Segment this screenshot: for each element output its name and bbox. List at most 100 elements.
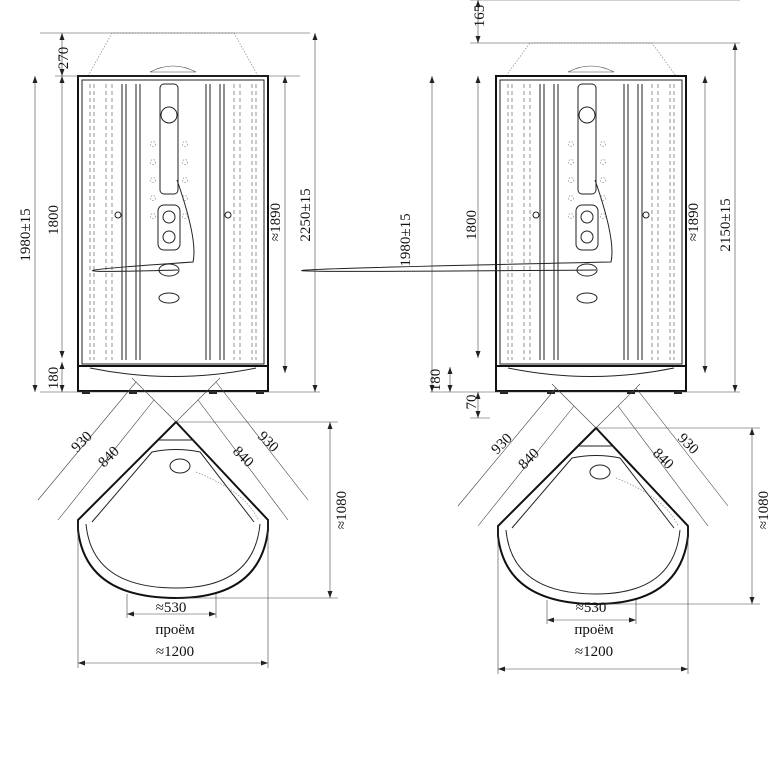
massage-jet (150, 177, 156, 183)
arrow-head (312, 385, 318, 392)
dimension-line-930 (215, 381, 309, 501)
tray-curve (89, 367, 257, 377)
shower-tray (77, 365, 269, 392)
dimension-line-840 (617, 405, 709, 527)
massage-jet (150, 213, 156, 219)
dim-outer-right: 930 (254, 429, 281, 456)
foot (82, 391, 90, 394)
roof-dome (505, 42, 677, 77)
rain-shower-head (567, 65, 615, 73)
tray-outline (77, 420, 269, 600)
arrow-head (312, 33, 318, 40)
soap-dish (158, 292, 180, 304)
cabin-inner-frame (499, 79, 683, 365)
dimension-line-930 (457, 387, 557, 507)
mixer-panel (575, 204, 599, 251)
arrow-head (209, 611, 216, 617)
arrow-head (629, 617, 636, 623)
arrow-head (498, 666, 505, 672)
dim-inner-right: 840 (229, 444, 256, 471)
arrow-head (475, 0, 481, 7)
dim-panel-height: 1800 (464, 210, 480, 240)
arrow-head (447, 385, 453, 392)
foot (500, 391, 508, 394)
rain-shower-head (149, 65, 197, 73)
tray-outline (497, 426, 689, 606)
dimension-line-840 (57, 399, 155, 521)
arrow-head (59, 69, 65, 76)
dim-tray-height: 180 (46, 367, 62, 390)
arrow-head (447, 367, 453, 374)
massage-jet (568, 213, 574, 219)
extension-line (551, 383, 597, 429)
massage-jet (600, 159, 606, 165)
arrow-head (59, 76, 65, 83)
massage-jet (568, 141, 574, 147)
arrow-head (732, 43, 738, 50)
dim-overall-height: 2150±15 (718, 198, 734, 251)
dim-tray-height: 180 (428, 369, 444, 392)
mixer-knob (162, 230, 176, 244)
dimension-line-840 (197, 399, 289, 521)
opening-label: проём (155, 622, 195, 638)
dim-outer-right: 930 (674, 431, 701, 458)
inner-wall (511, 455, 675, 529)
mixer-knob (162, 210, 176, 224)
shower-rail (159, 83, 179, 195)
arrow-head (475, 36, 481, 43)
shower-hose (92, 179, 195, 272)
extension-line (175, 377, 221, 423)
arrow-head (127, 611, 134, 617)
arrow-head (749, 428, 755, 435)
dim-total-height: 1980±15 (398, 213, 414, 266)
massage-jet (600, 141, 606, 147)
shower-column (589, 464, 611, 480)
massage-jet (182, 177, 188, 183)
massage-jet (182, 159, 188, 165)
arrow-head (59, 33, 65, 40)
arrow-head (32, 385, 38, 392)
shower-column (169, 458, 191, 474)
dim-panel-height: 1800 (46, 205, 62, 235)
tray-curve (507, 367, 675, 377)
door-arc (85, 523, 261, 589)
mixer-knob (580, 230, 594, 244)
massage-jet (600, 177, 606, 183)
right-plan-dimensions: 930 840 840 930 ≈1080 ≈530 проём ≈1200 (489, 431, 768, 660)
arrow-head (475, 411, 481, 418)
dim-inner-left: 840 (96, 444, 123, 471)
dim-inner-height: ≈1890 (268, 203, 284, 241)
arrow-head (681, 666, 688, 672)
dim-inner-left: 840 (516, 446, 543, 473)
dim-dome-height: 165 (472, 5, 488, 28)
massage-jet (600, 213, 606, 219)
dim-opening: ≈530 (576, 600, 607, 616)
dim-outer-left: 930 (69, 429, 96, 456)
soap-dish (576, 292, 598, 304)
dim-opening: ≈530 (156, 600, 187, 616)
massage-jet (182, 141, 188, 147)
arrow-head (59, 362, 65, 369)
dim-width: ≈1200 (575, 644, 613, 660)
door-handle (532, 211, 540, 219)
foot (547, 391, 555, 394)
arrow-head (282, 366, 288, 373)
dim-outer-left: 930 (489, 431, 516, 458)
arrow-head (59, 385, 65, 392)
massage-jet (568, 159, 574, 165)
foot (256, 391, 264, 394)
arrow-head (261, 660, 268, 666)
arrow-head (327, 591, 333, 598)
dim-feet-height: 70 (464, 395, 480, 410)
roof-dome (87, 32, 259, 77)
mixer-panel (157, 204, 181, 251)
shower-hose (301, 179, 613, 272)
foot (209, 391, 217, 394)
extension-line (131, 377, 177, 423)
extension-line (595, 383, 641, 429)
arrow-head (32, 76, 38, 83)
dim-inner-right: 840 (649, 446, 676, 473)
dim-width: ≈1200 (156, 644, 194, 660)
dim-overall-height: 2250±15 (298, 188, 314, 241)
